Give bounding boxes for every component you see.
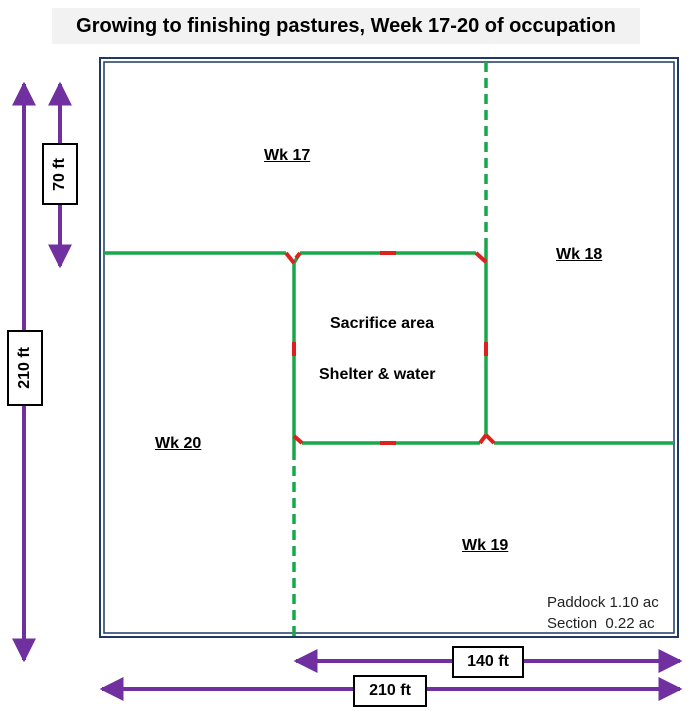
paddock-label-wk17: Wk 17 (264, 147, 311, 164)
dimension-label-210ft-vertical: 210 ft (7, 330, 43, 406)
gate (294, 251, 302, 260)
paddock-inner-border (103, 61, 675, 634)
section-area-stat: Section 0.22 ac (547, 615, 655, 632)
fence-lines (104, 246, 674, 450)
diagram-title: Growing to finishing pastures, Week 17-2… (52, 8, 640, 44)
paddock-label-wk19: Wk 19 (462, 537, 509, 554)
dimension-label-70ft: 70 ft (42, 143, 78, 205)
dimension-text-70ft: 70 ft (51, 157, 68, 191)
temporary-fence-lines (292, 62, 488, 637)
paddock-area-stat: Paddock 1.10 ac (547, 594, 659, 611)
paddock-label-wk20: Wk 20 (155, 435, 202, 452)
gate (292, 434, 304, 445)
dimension-label-210ft-horizontal: 210 ft (353, 675, 427, 707)
gate (474, 251, 488, 264)
gate (484, 433, 496, 445)
gate-markers (284, 251, 496, 445)
dimension-text-210ft-vertical: 210 ft (16, 347, 33, 389)
paddock-label-wk18: Wk 18 (556, 246, 603, 263)
shelter-water-label: Shelter & water (319, 366, 436, 383)
dimension-label-140ft: 140 ft (452, 646, 524, 678)
paddock-outer-border (99, 57, 679, 638)
sacrifice-area-label: Sacrifice area (330, 315, 435, 332)
gate (284, 251, 296, 265)
